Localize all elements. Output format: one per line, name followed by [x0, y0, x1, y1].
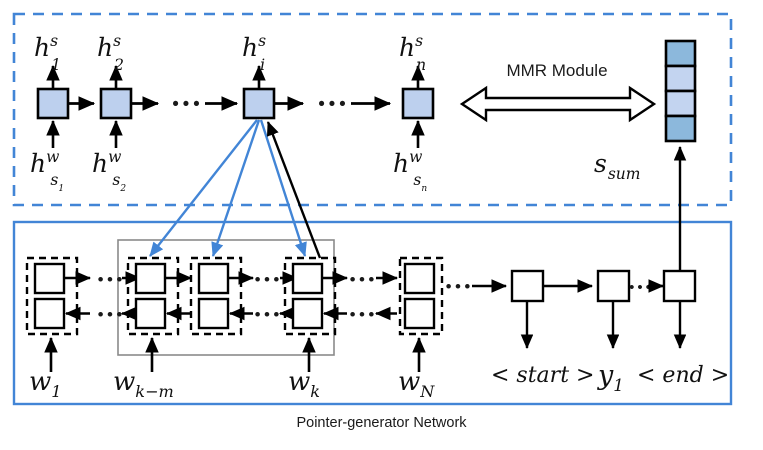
bottom-ellipsis-top-2: • • •: [255, 270, 280, 289]
bilstm-unit-wkm: [126, 256, 193, 372]
attention-arrow-1: [149, 119, 258, 257]
mmr-double-arrow: [459, 85, 657, 123]
context-arrow: [266, 121, 322, 259]
svg-text:ssum: ssum: [594, 149, 640, 183]
label-end-token: < end >: [637, 363, 729, 388]
decoder-ellipsis: • • •: [446, 277, 471, 296]
decoder-cell-start: [510, 269, 594, 349]
label-start-token: < start >: [491, 363, 594, 388]
encoder-cell-1: [36, 64, 96, 148]
bottom-ellipsis-top-1: • • •: [98, 270, 123, 289]
encoder-cell-2: [99, 64, 160, 148]
label-w-1: w1: [29, 367, 62, 401]
bottom-ellipsis-top-3: • • •: [350, 270, 375, 289]
top-ellipsis-2: • • •: [318, 94, 346, 115]
attention-arrow-3: [259, 119, 307, 257]
encoder-cell-i: [242, 64, 305, 120]
mmr-module-label: MMR Module: [506, 61, 607, 80]
attention-arrow-2: [211, 119, 261, 257]
sentence-encoder-container: [12, 12, 733, 207]
svg-text:hsn: hsn: [399, 32, 426, 74]
bottom-ellipsis-bot-3: • • •: [350, 305, 375, 324]
label-w-k-m: wk−m: [113, 367, 174, 401]
bilstm-unit-w1: [25, 256, 92, 372]
bilstm-unit-wk: [283, 256, 349, 372]
label-s-sum: ssum: [594, 149, 640, 183]
label-w-k: wk: [288, 367, 320, 401]
bottom-ellipsis-bot-1: • • •: [98, 305, 123, 324]
pointer-generator-container: [12, 220, 733, 406]
decoder-cell-y1: [596, 269, 631, 349]
top-ellipsis-1: • • •: [172, 94, 200, 115]
summary-vector: [664, 39, 697, 143]
encoder-cell-n: [401, 64, 435, 148]
bottom-ellipsis-bot-2: • • •: [255, 305, 280, 324]
bilstm-unit-wN: [398, 256, 444, 372]
label-y1: y1: [597, 360, 624, 395]
bilstm-unit-mid: [189, 256, 255, 336]
label-w-N: wN: [398, 367, 435, 401]
svg-text:hs2: hs2: [97, 32, 124, 74]
svg-text:hs1: hs1: [34, 32, 61, 74]
decoder-inline-ellipsis: • • •: [629, 279, 651, 296]
decoder-cell-end: [662, 269, 697, 349]
figure-caption: Pointer-generator Network: [296, 415, 467, 431]
svg-text:hsi: hsi: [242, 32, 266, 74]
